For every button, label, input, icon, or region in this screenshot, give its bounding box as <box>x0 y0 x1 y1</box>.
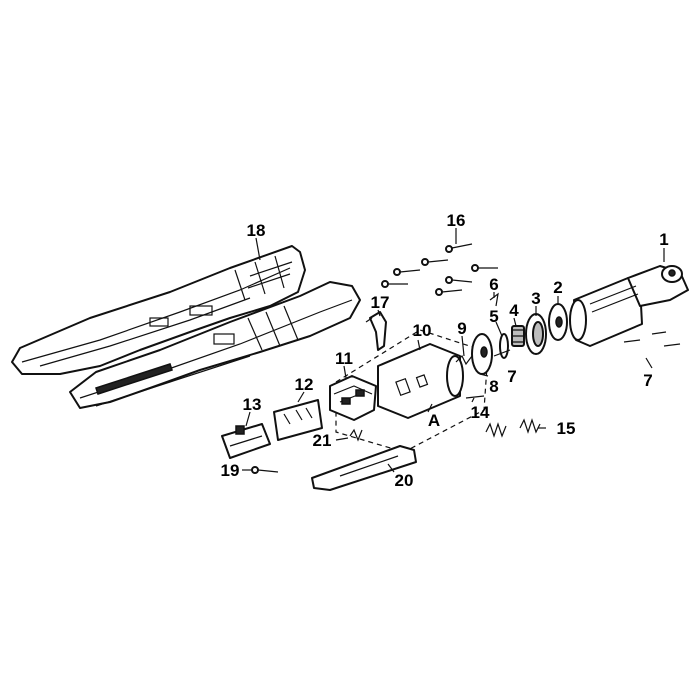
washer-part-5 <box>499 333 509 359</box>
callout-11: 11 <box>335 349 353 368</box>
motor-part-10 <box>377 343 464 419</box>
callout-12: 12 <box>295 375 314 394</box>
callout-19: 19 <box>221 461 240 480</box>
callout-1: 1 <box>659 230 668 249</box>
callout-6: 6 <box>489 275 498 294</box>
ratchet-head-part-1 <box>569 265 689 347</box>
gear-plate-part-8 <box>471 333 493 375</box>
callout-8: 8 <box>489 377 498 396</box>
housing-lower-half <box>69 281 361 409</box>
ring-gear-part-3 <box>525 313 547 355</box>
group-a-outline <box>335 329 489 453</box>
screw-part-19 <box>251 466 279 474</box>
callout-14: 14 <box>471 403 490 422</box>
callout-13: 13 <box>243 395 262 414</box>
screw <box>435 288 463 296</box>
callout-9: 9 <box>457 319 466 338</box>
callout-21: 21 <box>313 431 332 450</box>
spring-part-15b <box>519 418 541 434</box>
screw <box>445 243 473 253</box>
leader-lines <box>242 228 665 473</box>
callout-4: 4 <box>509 301 519 320</box>
label-plate-part-12 <box>273 399 323 441</box>
screw <box>471 264 498 272</box>
screws-part-7 <box>623 331 681 369</box>
callout-17: 17 <box>371 293 390 312</box>
callout-15: 15 <box>557 419 576 438</box>
screw <box>381 280 408 288</box>
callout-10: 10 <box>413 321 432 340</box>
callout-5: 5 <box>489 307 498 326</box>
screw <box>393 268 421 276</box>
callout-7a: 7 <box>507 367 516 386</box>
terminal-block-part-13 <box>221 423 271 459</box>
callout-18: 18 <box>247 221 266 240</box>
spring-part-15a <box>485 422 507 438</box>
switch-part-11 <box>329 375 377 421</box>
latch-plate-part-20 <box>311 445 417 491</box>
callout-A: A <box>428 411 440 430</box>
callout-20: 20 <box>395 471 414 490</box>
callout-16: 16 <box>447 211 466 230</box>
spring-part-21 <box>349 428 363 442</box>
screw <box>445 276 473 284</box>
screw <box>421 258 449 266</box>
end-cap-part-2 <box>548 303 568 341</box>
housing-part-18 <box>11 245 306 375</box>
screws-part-16 <box>381 243 498 296</box>
pin-part-7 <box>493 349 511 357</box>
trigger-part-17 <box>365 311 387 351</box>
callout-2: 2 <box>553 278 562 297</box>
gears-part-4 <box>511 325 525 347</box>
callout-3: 3 <box>531 289 540 308</box>
pin-part-14 <box>465 395 485 399</box>
callout-7b: 7 <box>643 371 652 390</box>
clip-part-6 <box>489 292 499 307</box>
